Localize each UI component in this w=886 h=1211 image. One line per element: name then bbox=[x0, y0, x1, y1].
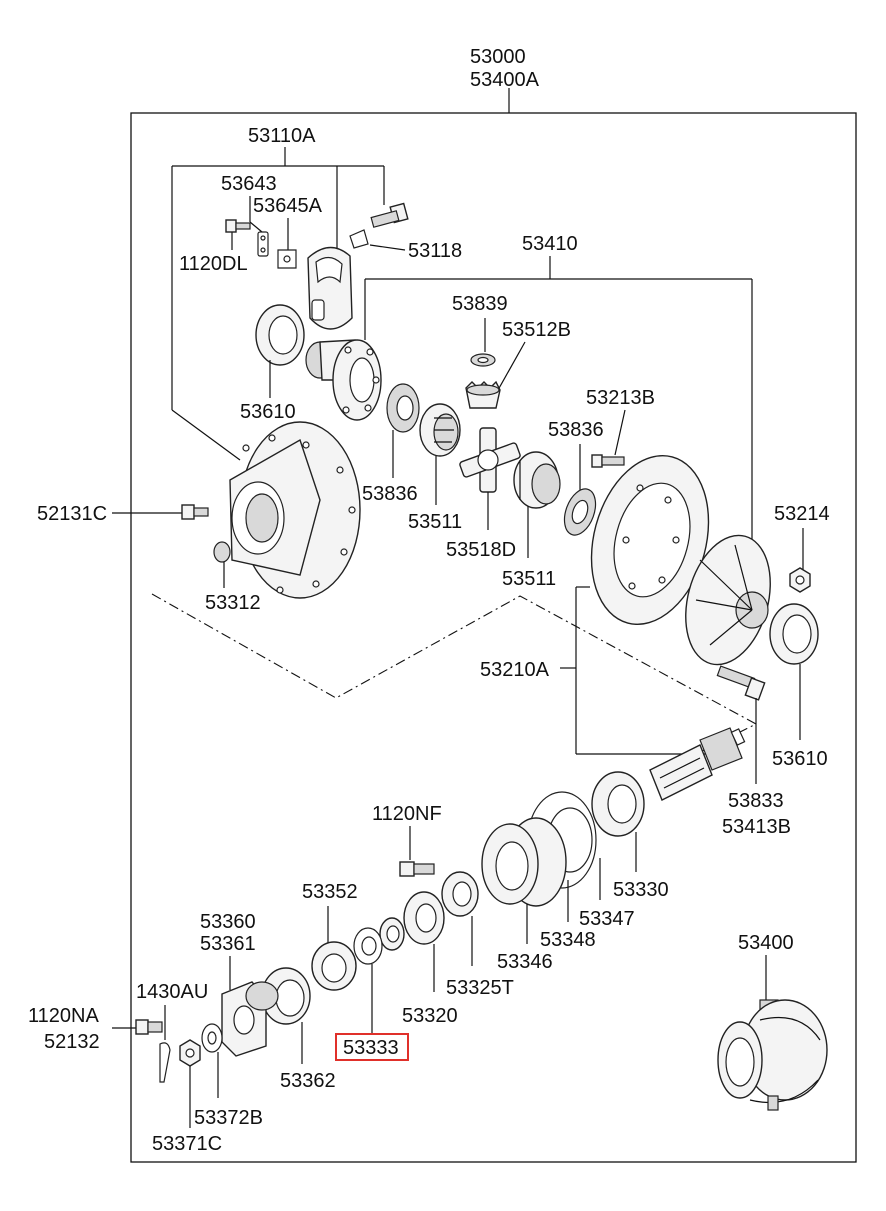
oil-seal-53352 bbox=[311, 941, 357, 991]
gear-carrier-housing bbox=[229, 421, 361, 599]
stud-52131C bbox=[181, 504, 209, 520]
label-53413B: 53413B bbox=[722, 816, 791, 838]
label-53610-upper: 53610 bbox=[240, 401, 296, 423]
label-53643: 53643 bbox=[221, 173, 277, 195]
label-53410: 53410 bbox=[522, 233, 578, 255]
label-53330: 53330 bbox=[613, 879, 669, 901]
label-53371C: 53371C bbox=[152, 1133, 222, 1155]
shim-53333 bbox=[353, 927, 383, 965]
label-53610-right: 53610 bbox=[772, 748, 828, 770]
label-53512B: 53512B bbox=[502, 319, 571, 341]
bearing-53610-right bbox=[769, 603, 819, 665]
drive-pinion bbox=[649, 727, 746, 801]
pinion-gear-53512B bbox=[465, 380, 501, 409]
differential-case bbox=[305, 339, 382, 421]
nut-53214 bbox=[789, 567, 811, 593]
label-53213B: 53213B bbox=[586, 387, 655, 409]
label-53836-right: 53836 bbox=[548, 419, 604, 441]
thrust-washer-53836-left bbox=[386, 383, 420, 433]
label-53511-left: 53511 bbox=[408, 511, 462, 533]
label-53320: 53320 bbox=[402, 1005, 458, 1027]
label-53352: 53352 bbox=[302, 881, 358, 903]
label-53312: 53312 bbox=[205, 592, 261, 614]
bearing-53325T bbox=[441, 871, 479, 917]
lock-plate-53645A bbox=[277, 249, 297, 269]
label-53214: 53214 bbox=[774, 503, 830, 525]
label-53511-right: 53511 bbox=[502, 568, 556, 590]
cotter-pin-1430AU bbox=[159, 1042, 171, 1083]
label-1120NF: 1120NF bbox=[372, 803, 442, 825]
bearing-53320 bbox=[403, 891, 445, 945]
retainer-53346 bbox=[481, 823, 539, 905]
label-53400A: 53400A bbox=[470, 69, 540, 91]
label-53400: 53400 bbox=[738, 932, 794, 954]
companion-flange-53360 bbox=[221, 981, 279, 1057]
cross-shaft-53518D bbox=[459, 427, 521, 493]
bearing-53610-upper bbox=[255, 304, 305, 366]
label-1430AU: 1430AU bbox=[136, 981, 208, 1003]
bolt-53213B bbox=[591, 454, 625, 468]
label-53347: 53347 bbox=[579, 908, 635, 930]
side-gear-53511-left bbox=[419, 403, 461, 457]
assembly-dashed-line bbox=[151, 593, 758, 753]
label-1120NA: 1120NA bbox=[28, 1005, 99, 1027]
label-1120DL: 1120DL bbox=[179, 253, 248, 275]
differential-case-right bbox=[685, 534, 771, 666]
plug-53312 bbox=[213, 541, 231, 563]
highlight-box-53333 bbox=[335, 1033, 409, 1061]
label-53360: 53360 bbox=[200, 911, 256, 933]
bolt-1120NA bbox=[135, 1019, 163, 1035]
label-53372B: 53372B bbox=[194, 1107, 263, 1129]
label-53110A: 53110A bbox=[248, 125, 316, 147]
side-gear-53511-right bbox=[513, 451, 561, 509]
label-53348: 53348 bbox=[540, 929, 596, 951]
bolt-upper bbox=[370, 202, 409, 228]
label-53362: 53362 bbox=[280, 1070, 336, 1092]
washer-53372B bbox=[201, 1023, 223, 1053]
label-53000: 53000 bbox=[470, 46, 526, 68]
label-53839: 53839 bbox=[452, 293, 508, 315]
bolt-53833 bbox=[716, 665, 766, 701]
label-53118: 53118 bbox=[408, 240, 462, 262]
bearing-53330 bbox=[591, 771, 645, 837]
label-53210A: 53210A bbox=[480, 659, 550, 681]
pinion-washer-53839 bbox=[470, 353, 496, 367]
label-53518D: 53518D bbox=[446, 539, 516, 561]
thrust-washer-53836-right bbox=[563, 488, 597, 536]
label-53325T: 53325T bbox=[446, 977, 514, 999]
label-53833: 53833 bbox=[728, 790, 784, 812]
assembly-frame bbox=[130, 112, 857, 1163]
label-53836-left: 53836 bbox=[362, 483, 418, 505]
complete-assembly-53400 bbox=[717, 999, 828, 1111]
label-52132: 52132 bbox=[44, 1031, 100, 1053]
spacer bbox=[379, 917, 405, 951]
lock-plate-53643 bbox=[257, 231, 269, 257]
bolt-1120DL bbox=[225, 219, 251, 233]
label-53361: 53361 bbox=[200, 933, 256, 955]
nut-53371C bbox=[179, 1039, 201, 1067]
label-52131C: 52131C bbox=[37, 503, 107, 525]
label-53333: 53333 bbox=[343, 1037, 399, 1059]
bolt-1120NF bbox=[399, 861, 435, 877]
lock-53118 bbox=[349, 229, 369, 249]
ring-gear-53210A bbox=[590, 454, 710, 626]
label-53645A: 53645A bbox=[253, 195, 323, 217]
bearing-cap bbox=[307, 246, 353, 330]
label-53346: 53346 bbox=[497, 951, 553, 973]
